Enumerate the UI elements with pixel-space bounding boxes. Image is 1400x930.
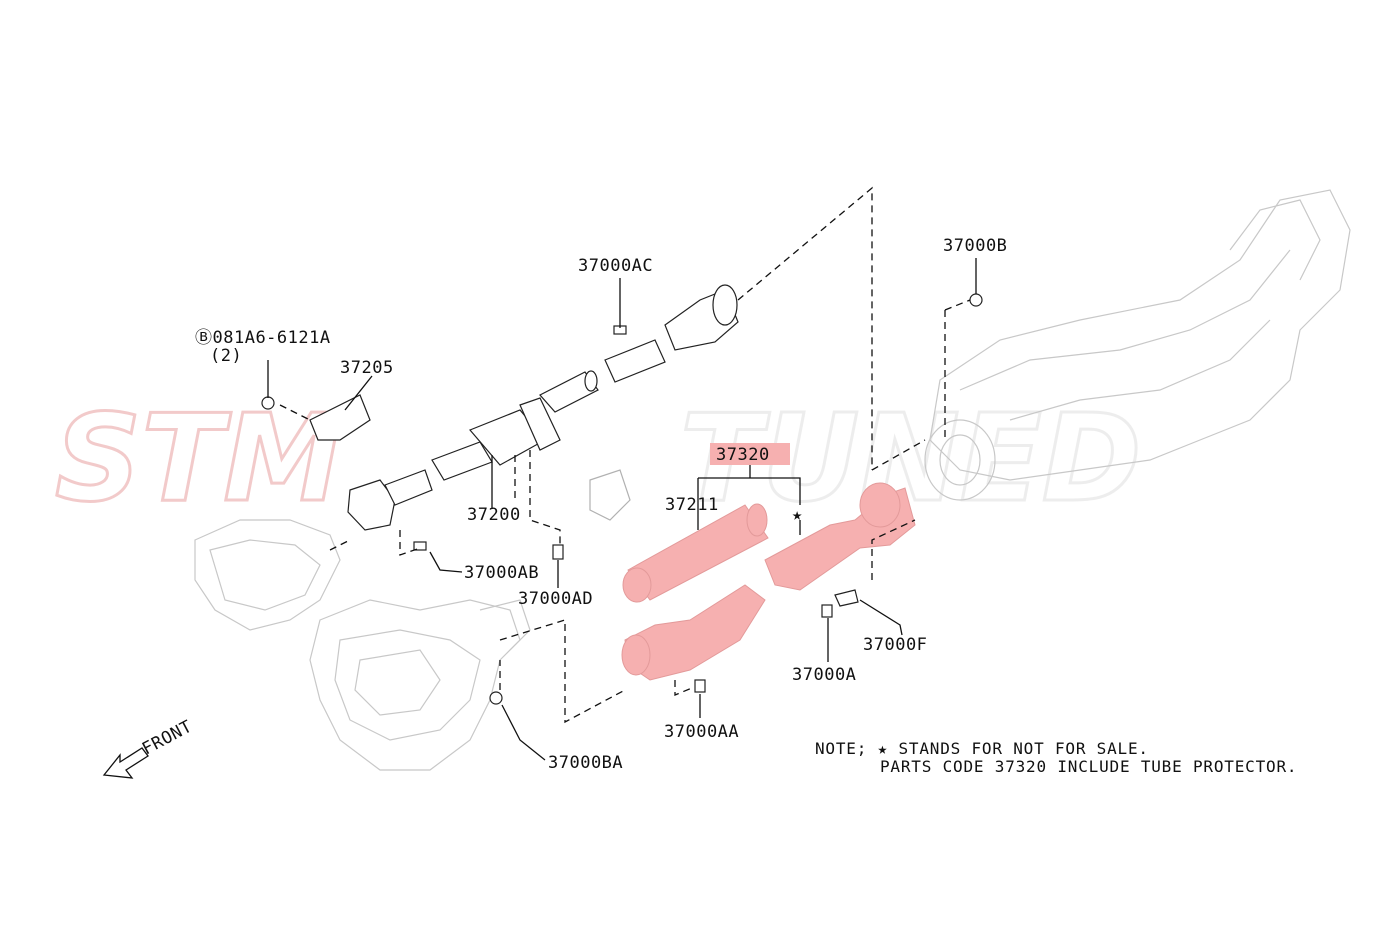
transfer-case-outline (194, 519, 341, 631)
bolt-37000AA (694, 679, 706, 693)
label-37000AC: 37000AC (578, 256, 653, 276)
bolt-37000AD (552, 544, 564, 560)
label-37000AA: 37000AA (664, 722, 739, 742)
label-37000A: 37000A (792, 665, 856, 685)
label-37200: 37200 (467, 505, 521, 525)
label-37211: 37211 (665, 495, 719, 515)
note-line-1: NOTE; ★ STANDS FOR NOT FOR SALE. (815, 739, 1149, 758)
note: NOTE; ★ STANDS FOR NOT FOR SALE. PARTS C… (815, 739, 1297, 776)
dashed-guides (279, 186, 971, 724)
washer-37000B (969, 293, 983, 307)
front-propeller-shaft (347, 284, 739, 531)
rear-propeller-shaft-37320 (621, 482, 916, 681)
label-37000AD: 37000AD (518, 589, 593, 609)
label-37205: 37205 (340, 358, 394, 378)
bolt-37000AB (413, 541, 427, 551)
label-star: ★ (792, 505, 803, 525)
watermark-left: STM (55, 390, 343, 529)
front-direction-indicator: FRONT (102, 717, 196, 779)
highlight-box-37320 (710, 443, 790, 465)
center-bearing-bracket (261, 394, 371, 441)
part-labels: Ⓑ081A6-6121A (2) 37205 37000AC 37200 370… (195, 236, 1007, 773)
front-arrow-icon (102, 747, 149, 779)
label-37000B: 37000B (943, 236, 1007, 256)
label-081A6-qty: (2) (210, 346, 242, 366)
leader-lines (267, 258, 977, 761)
clip-37000F (834, 589, 859, 607)
transmission-outline (309, 599, 531, 771)
bolts (413, 293, 983, 705)
washer-37000BA (489, 691, 503, 705)
rear-differential-outline (924, 189, 1351, 501)
label-37000BA: 37000BA (548, 753, 623, 773)
label-37320: 37320 (716, 445, 770, 465)
note-line-2: PARTS CODE 37320 INCLUDE TUBE PROTECTOR. (880, 757, 1297, 776)
label-081A6-6121A: Ⓑ081A6-6121A (195, 328, 331, 348)
bolt-37000A (821, 604, 833, 618)
front-label: FRONT (139, 717, 196, 760)
label-37000AB: 37000AB (464, 563, 539, 583)
label-37000F: 37000F (863, 635, 927, 655)
